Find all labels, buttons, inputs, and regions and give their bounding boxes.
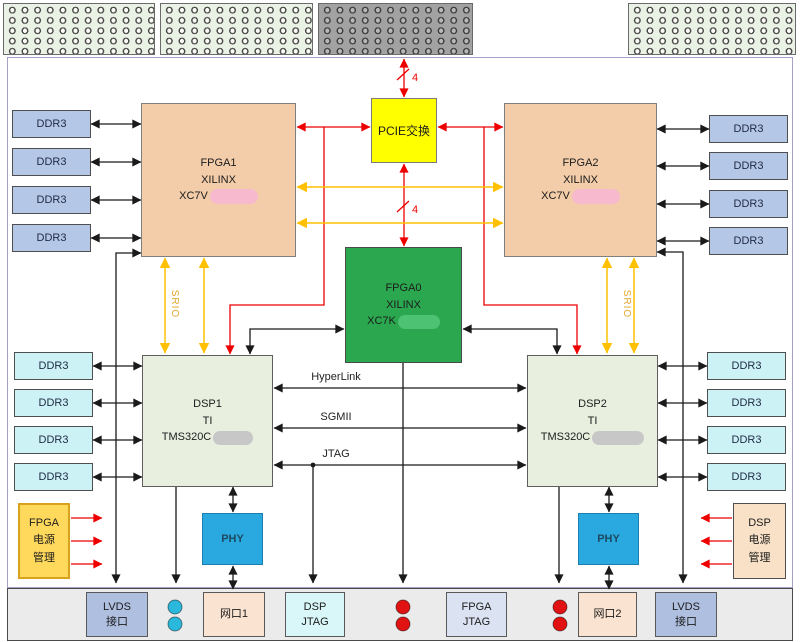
ddr3-box: DDR3 — [707, 463, 786, 491]
redaction-blob — [397, 314, 440, 329]
fpga0-chip: FPGA0 XILINX XC7K — [345, 247, 462, 363]
ddr3-box: DDR3 — [12, 224, 91, 252]
fpga0-vendor: XILINX — [386, 298, 421, 311]
dsp-power-line2: 电源 — [748, 534, 771, 547]
ddr3-box: DDR3 — [14, 389, 93, 417]
fpga2-vendor: XILINX — [563, 173, 598, 186]
fpga-power-box: FPGA 电源 管理 — [18, 503, 70, 579]
fpga-jtag-line2: JTAG — [462, 615, 491, 628]
dsp-jtag-line1: DSP — [303, 600, 327, 613]
fpga1-chip: FPGA1 XILINX XC7V — [141, 103, 296, 257]
fpga-jtag-line1: FPGA — [461, 600, 492, 613]
lvds-left-line2: 接口 — [105, 615, 128, 628]
pcie-switch-box: PCIE交换 — [371, 98, 437, 163]
ddr3-box: DDR3 — [709, 115, 788, 143]
srio-label-left: SRIO — [169, 289, 180, 319]
dsp1-part: TMS320C — [161, 431, 212, 444]
dsp1-name: DSP1 — [193, 398, 222, 411]
redaction-blob — [571, 189, 620, 204]
eth2-box: 网口2 — [578, 592, 637, 637]
fpga-power-line2: 电源 — [33, 534, 55, 547]
phy2-label: PHY — [597, 533, 620, 545]
ddr3-box: DDR3 — [707, 426, 786, 454]
backplane-connector-2 — [160, 3, 313, 55]
phy2-box: PHY — [578, 513, 639, 565]
eth2-label: 网口2 — [593, 608, 622, 621]
fpga2-name: FPGA2 — [562, 157, 599, 170]
ddr3-box: DDR3 — [709, 190, 788, 218]
redaction-blob — [213, 430, 254, 445]
dsp2-part: TMS320C — [540, 431, 591, 444]
ddr3-box: DDR3 — [14, 463, 93, 491]
lvds-right-line2: 接口 — [674, 615, 697, 628]
ddr3-box: DDR3 — [12, 186, 91, 214]
board-outline — [7, 57, 793, 588]
dsp2-name: DSP2 — [578, 398, 607, 411]
lvds-left-line1: LVDS — [103, 600, 131, 613]
dsp2-chip: DSP2 TI TMS320C — [527, 355, 658, 487]
fpga0-name: FPGA0 — [385, 282, 422, 295]
dsp-jtag-line2: JTAG — [301, 615, 329, 628]
fpga-power-line3: 管理 — [33, 551, 55, 564]
lvds-right-line1: LVDS — [672, 600, 700, 613]
ddr3-box: DDR3 — [707, 352, 786, 380]
redaction-blob — [209, 189, 258, 204]
eth1-label: 网口1 — [219, 608, 249, 621]
backplane-connector-1 — [3, 3, 155, 55]
ddr3-box: DDR3 — [14, 352, 93, 380]
phy1-box: PHY — [202, 513, 263, 565]
redaction-blob — [592, 430, 645, 445]
bus-label-hyperlink: HyperLink — [311, 371, 361, 383]
ddr3-box: DDR3 — [14, 426, 93, 454]
dsp-jtag-box: DSP JTAG — [285, 592, 345, 637]
dsp1-chip: DSP1 TI TMS320C — [142, 355, 273, 487]
dsp-power-line1: DSP — [748, 516, 771, 529]
fpga1-name: FPGA1 — [200, 157, 237, 170]
bus-label-jtag: JTAG — [322, 448, 350, 460]
bus-label-sgmii: SGMII — [320, 411, 352, 423]
fpga1-vendor: XILINX — [201, 173, 236, 186]
eth1-box: 网口1 — [203, 592, 265, 637]
ddr3-box: DDR3 — [709, 152, 788, 180]
phy1-label: PHY — [221, 533, 244, 545]
pcie-switch-label: PCIE交换 — [377, 124, 430, 138]
lvds-left-box: LVDS 接口 — [86, 592, 148, 637]
fpga-jtag-box: FPGA JTAG — [446, 592, 507, 637]
fpga2-chip: FPGA2 XILINX XC7V — [504, 103, 657, 257]
fpga1-part: XC7V — [179, 190, 208, 203]
dsp-power-line3: 管理 — [748, 551, 771, 564]
lvds-right-box: LVDS 接口 — [655, 592, 717, 637]
ddr3-box: DDR3 — [709, 227, 788, 255]
ddr3-box: DDR3 — [12, 148, 91, 176]
dsp-power-box: DSP 电源 管理 — [733, 503, 786, 579]
backplane-connector-3 — [628, 3, 796, 55]
ddr3-box: DDR3 — [12, 110, 91, 138]
fpga0-part: XC7K — [367, 315, 396, 328]
fpga-power-line1: FPGA — [29, 516, 59, 529]
fpga2-part: XC7V — [541, 190, 570, 203]
dsp2-vendor: TI — [587, 414, 598, 427]
backplane-connector-pcie — [318, 3, 473, 55]
ddr3-box: DDR3 — [707, 389, 786, 417]
srio-label-right: SRIO — [621, 289, 632, 319]
dsp1-vendor: TI — [202, 414, 213, 427]
